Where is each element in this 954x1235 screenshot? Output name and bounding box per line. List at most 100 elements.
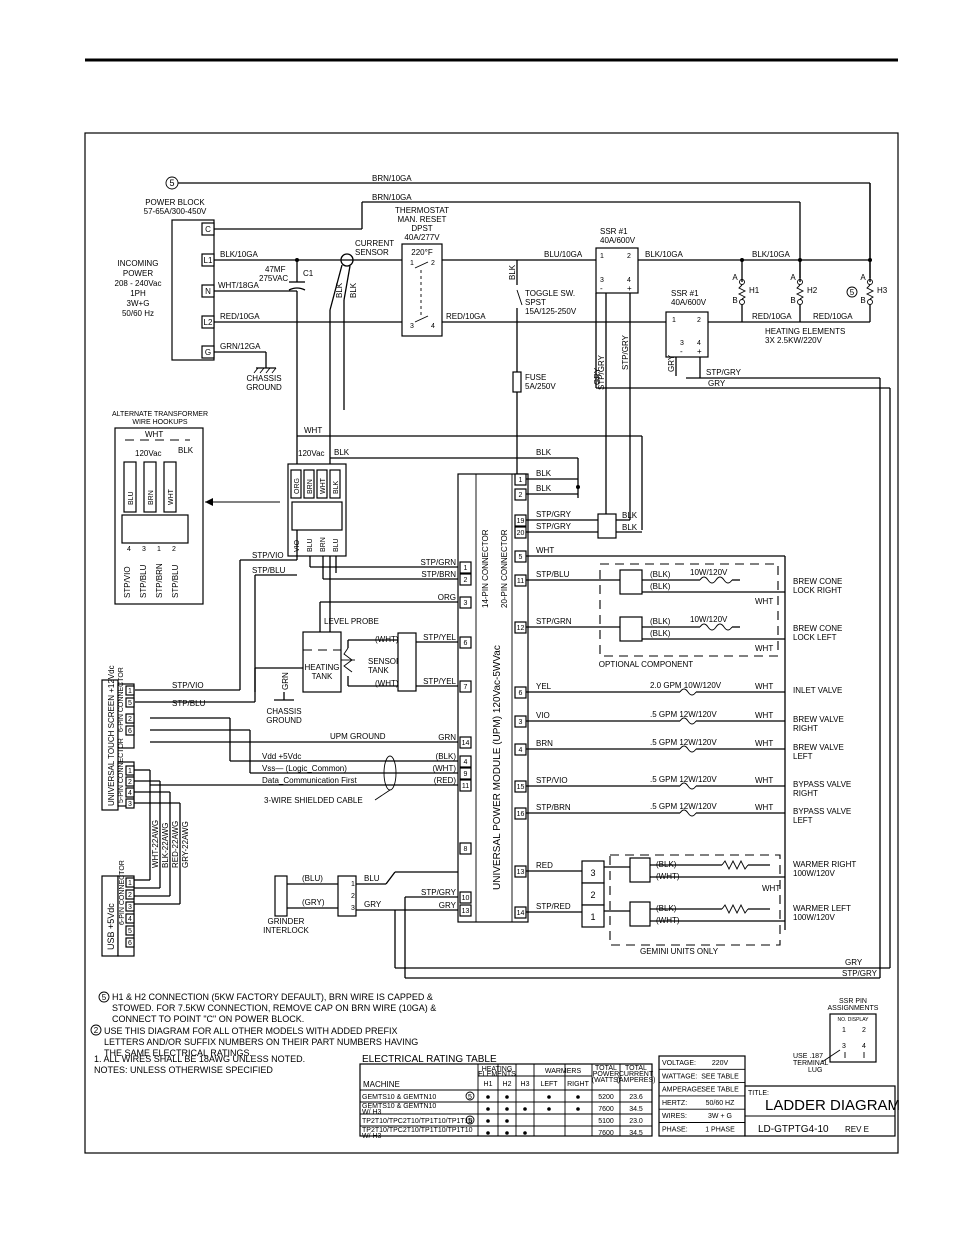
wht-h-label: WHT (304, 426, 322, 435)
tank-sensors: LEVEL PROBE HEATING TANK (WHT) (WHT) SEN… (135, 560, 458, 805)
upm-left-wire-label: (BLK) (436, 752, 457, 761)
rating-dot (547, 1095, 551, 1099)
upm-left-wire-label: GRN (438, 733, 456, 742)
toggle-label: TOGGLE SW. (525, 289, 575, 298)
terminal-b (867, 299, 873, 305)
rating-note-icon (465, 1115, 475, 1125)
ssr2-red-a: RED/10GA (752, 312, 792, 321)
diagram-title: LADDER DIAGRAM (765, 1097, 900, 1114)
main-coil (291, 501, 343, 531)
contact (414, 315, 429, 323)
touch-pin5-num: 2 (128, 779, 132, 786)
grinder-gry-label: (GRY) (302, 898, 325, 907)
use-lug-3: LUG (808, 1067, 822, 1074)
main-tap-box (316, 469, 328, 499)
ssr-connector (597, 513, 617, 539)
ssr1-plus: + (627, 284, 632, 293)
brew-lock-coil (699, 576, 733, 584)
usb-pin-num: 5 (128, 928, 132, 935)
valve-rating: .5 GPM 12W/120V (650, 710, 717, 719)
upm-left-pin-num: 3 (464, 600, 468, 607)
warmer-wht-label: WHT (762, 884, 780, 893)
usb-conn-label: 6-PIN CONNECTOR (119, 860, 126, 925)
thermostat-label-line: 40A/277V (404, 233, 440, 242)
spec-key: PHASE: (662, 1127, 688, 1134)
brew-lock-blk-2: (BLK) (650, 629, 671, 638)
terminal-b (739, 299, 745, 305)
warmer-name: WARMER RIGHT (793, 860, 856, 869)
main-tap-label: BLK (333, 480, 340, 494)
rating-dot (505, 1107, 509, 1111)
heater-coil (737, 284, 747, 300)
upm-right-pins: 1BLK2BLK19STP/GRY20STP/GRY5WHT11STP/BLU1… (514, 469, 786, 930)
upm-blk-h: BLK (536, 448, 552, 457)
ssr2-pin4: 4 (697, 340, 701, 347)
grinder-pin2: 2 (351, 893, 355, 900)
ssr2-plus: + (697, 347, 702, 356)
upm-conn14: 14-PIN CONNECTOR (481, 529, 490, 608)
upm-right-wire-label: WHT (536, 546, 554, 555)
alt-pin: 1 (157, 546, 161, 553)
valve-coil (679, 809, 697, 817)
rating-h-heating-2: ELEMENTS (478, 1071, 516, 1078)
usb-pin (125, 937, 135, 948)
spec-value: 1 PHASE (705, 1127, 735, 1134)
rating-dot (486, 1119, 490, 1123)
upm-title: UNIVERSAL POWER MODULE (UPM) 120Vac-5WVa… (492, 645, 503, 890)
rating-title: ELECTRICAL RATING TABLE (362, 1054, 497, 1065)
upm-right-wire-label: STP/GRY (536, 510, 572, 519)
thermostat-temp: 220°F (411, 248, 433, 257)
rating-dot (505, 1095, 509, 1099)
upm-right-wire-label: STP/GRY (536, 522, 572, 531)
use-lug: USE .187 (793, 1053, 823, 1060)
ssr1-out-label: BLK/10GA (645, 250, 683, 259)
gemini-label: GEMINI UNITS ONLY (640, 947, 719, 956)
upm-left-pin (459, 842, 472, 855)
brew-lock-conn (619, 569, 643, 595)
toggle-blk-label: BLK (508, 264, 517, 280)
rating-current: 23.0 (629, 1118, 643, 1125)
alt-pin: 4 (127, 546, 131, 553)
touch-conn6-label: 6-PIN CONNECTOR (118, 667, 125, 732)
vdd-label: Vdd +5Vdc (262, 752, 301, 761)
spec-value: 220V (712, 1060, 729, 1067)
valve-rating: .5 GPM 12W/120V (650, 738, 717, 747)
valve-rating: 2.0 GPM 10W/120V (650, 681, 722, 690)
upm-right-wire-label: STP/GRN (536, 617, 572, 626)
thermostat-label-line: THERMOSTAT (395, 206, 449, 215)
main-low-label: BLU (333, 538, 340, 552)
sensor-blk-label-a: BLK (335, 282, 344, 298)
fuse (512, 371, 522, 393)
stp-gry-bottom-label: STP/GRY (842, 969, 878, 978)
rating-machine: TP2T10/TPC2T10/TP1T10/TP1T10 (362, 1127, 473, 1134)
spec-value: SEE TABLE (701, 1073, 739, 1080)
tank-label-2: TANK (312, 672, 333, 681)
power-block-title: POWER BLOCK (145, 198, 205, 207)
main-blk: BLK (334, 448, 350, 457)
ssr-pin-a: 1 (842, 1027, 846, 1034)
awg-label: BLK-22AWG (161, 823, 170, 869)
usb-pin-num: 2 (128, 892, 132, 899)
valve-rating: .5 GPM 12W/120V (650, 775, 717, 784)
main-120: 120Vac (298, 449, 325, 458)
upm-left-pin-num: 1 (464, 565, 468, 572)
heater-b-label: B (860, 296, 865, 305)
grinder-body (274, 875, 288, 917)
heating-elements: HEATING ELEMENTS 3X 2.5KW/220V ABH1ABH2A… (732, 183, 888, 345)
thermo-pin-4: 4 (431, 323, 435, 330)
l2-label: RED/10GA (220, 312, 260, 321)
alt-120: 120Vac (135, 449, 162, 458)
alt-wht: WHT (145, 430, 163, 439)
h3-note-num: 5 (850, 288, 855, 297)
rating-dot (486, 1107, 490, 1111)
warmer-rating: 100W/120V (793, 913, 835, 922)
ssr2-red-b: RED/10GA (813, 312, 853, 321)
note5-num: 5 (102, 993, 107, 1002)
ssr2-pin3: 3 (680, 340, 684, 347)
note2: USE THIS DIAGRAM FOR ALL OTHER MODELS WI… (104, 1026, 398, 1036)
upm-module: UNIVERSAL POWER MODULE (UPM) 120Vac-5WVa… (420, 469, 786, 930)
incoming-line: POWER (123, 269, 153, 278)
